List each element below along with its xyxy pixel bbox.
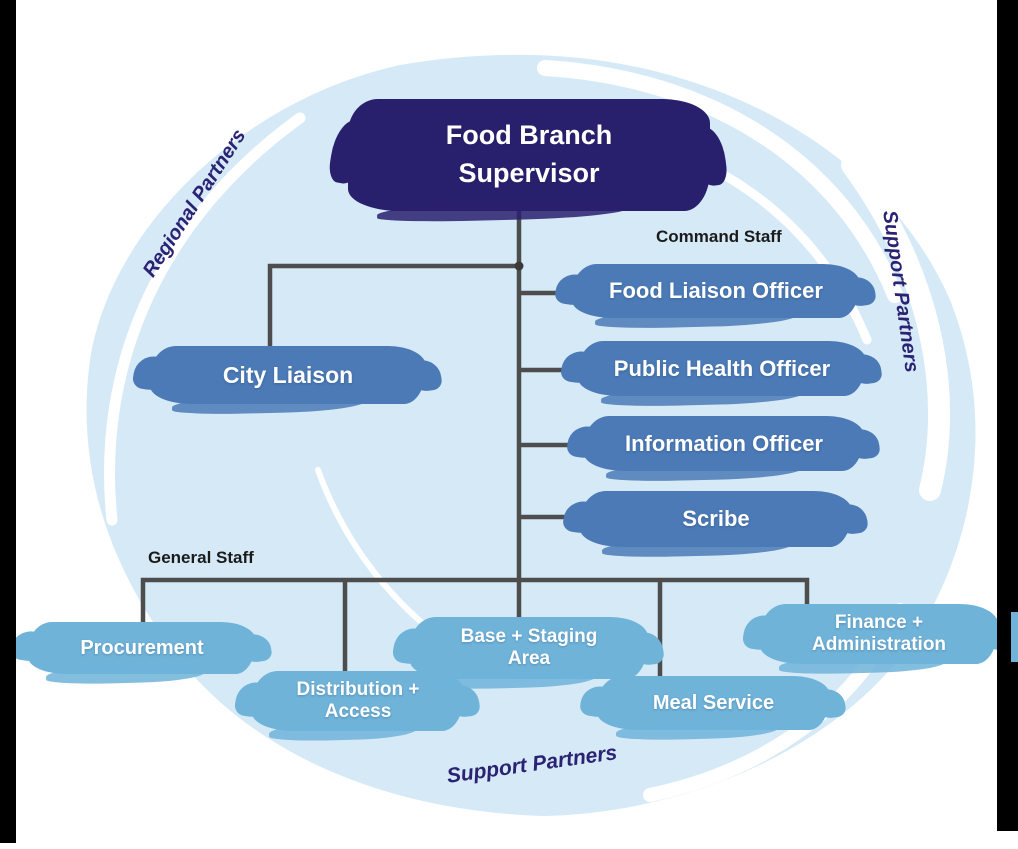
org-node-label: Scribe: [682, 506, 750, 532]
org-node-label: Finance + Administration: [811, 612, 947, 655]
finance-box-edge-sliver: [1011, 612, 1018, 662]
org-node-city-liaison: City Liaison: [150, 346, 426, 416]
org-node-label: Procurement: [80, 636, 204, 659]
org-node-label: Public Health Officer: [613, 355, 831, 381]
org-node-finance-administration: Finance + Administration: [760, 604, 998, 676]
org-node-label: Information Officer: [624, 430, 823, 456]
org-node-label: Distribution + Access: [296, 679, 420, 722]
org-node-label: City Liaison: [222, 361, 354, 388]
org-node-meal-service: Meal Service: [597, 676, 830, 742]
org-node-label: Meal Service: [652, 691, 775, 714]
left-edge-black-bar: [0, 0, 16, 843]
org-node-label: Food Liaison Officer: [609, 278, 823, 304]
org-node-information-officer: Information Officer: [584, 416, 864, 483]
org-node-food-liaison-officer: Food Liaison Officer: [572, 264, 860, 330]
command-staff-heading: Command Staff: [656, 227, 782, 246]
org-node-public-health-officer: Public Health Officer: [578, 341, 866, 408]
org-node-distribution-access: Distribution + Access: [252, 671, 464, 742]
org-node-base-staging-area: Base + Staging Area: [410, 617, 648, 691]
org-node-procurement: Procurement: [28, 622, 256, 686]
org-node-label: Base + Staging Area: [460, 626, 598, 669]
org-node-scribe: Scribe: [580, 491, 852, 559]
right-edge-black-bar: [997, 0, 1018, 831]
org-node-food-branch-supervisor: Food Branch Supervisor: [348, 99, 710, 224]
org-node-label: Food Branch Supervisor: [445, 120, 613, 188]
general-staff-heading: General Staff: [148, 548, 254, 567]
